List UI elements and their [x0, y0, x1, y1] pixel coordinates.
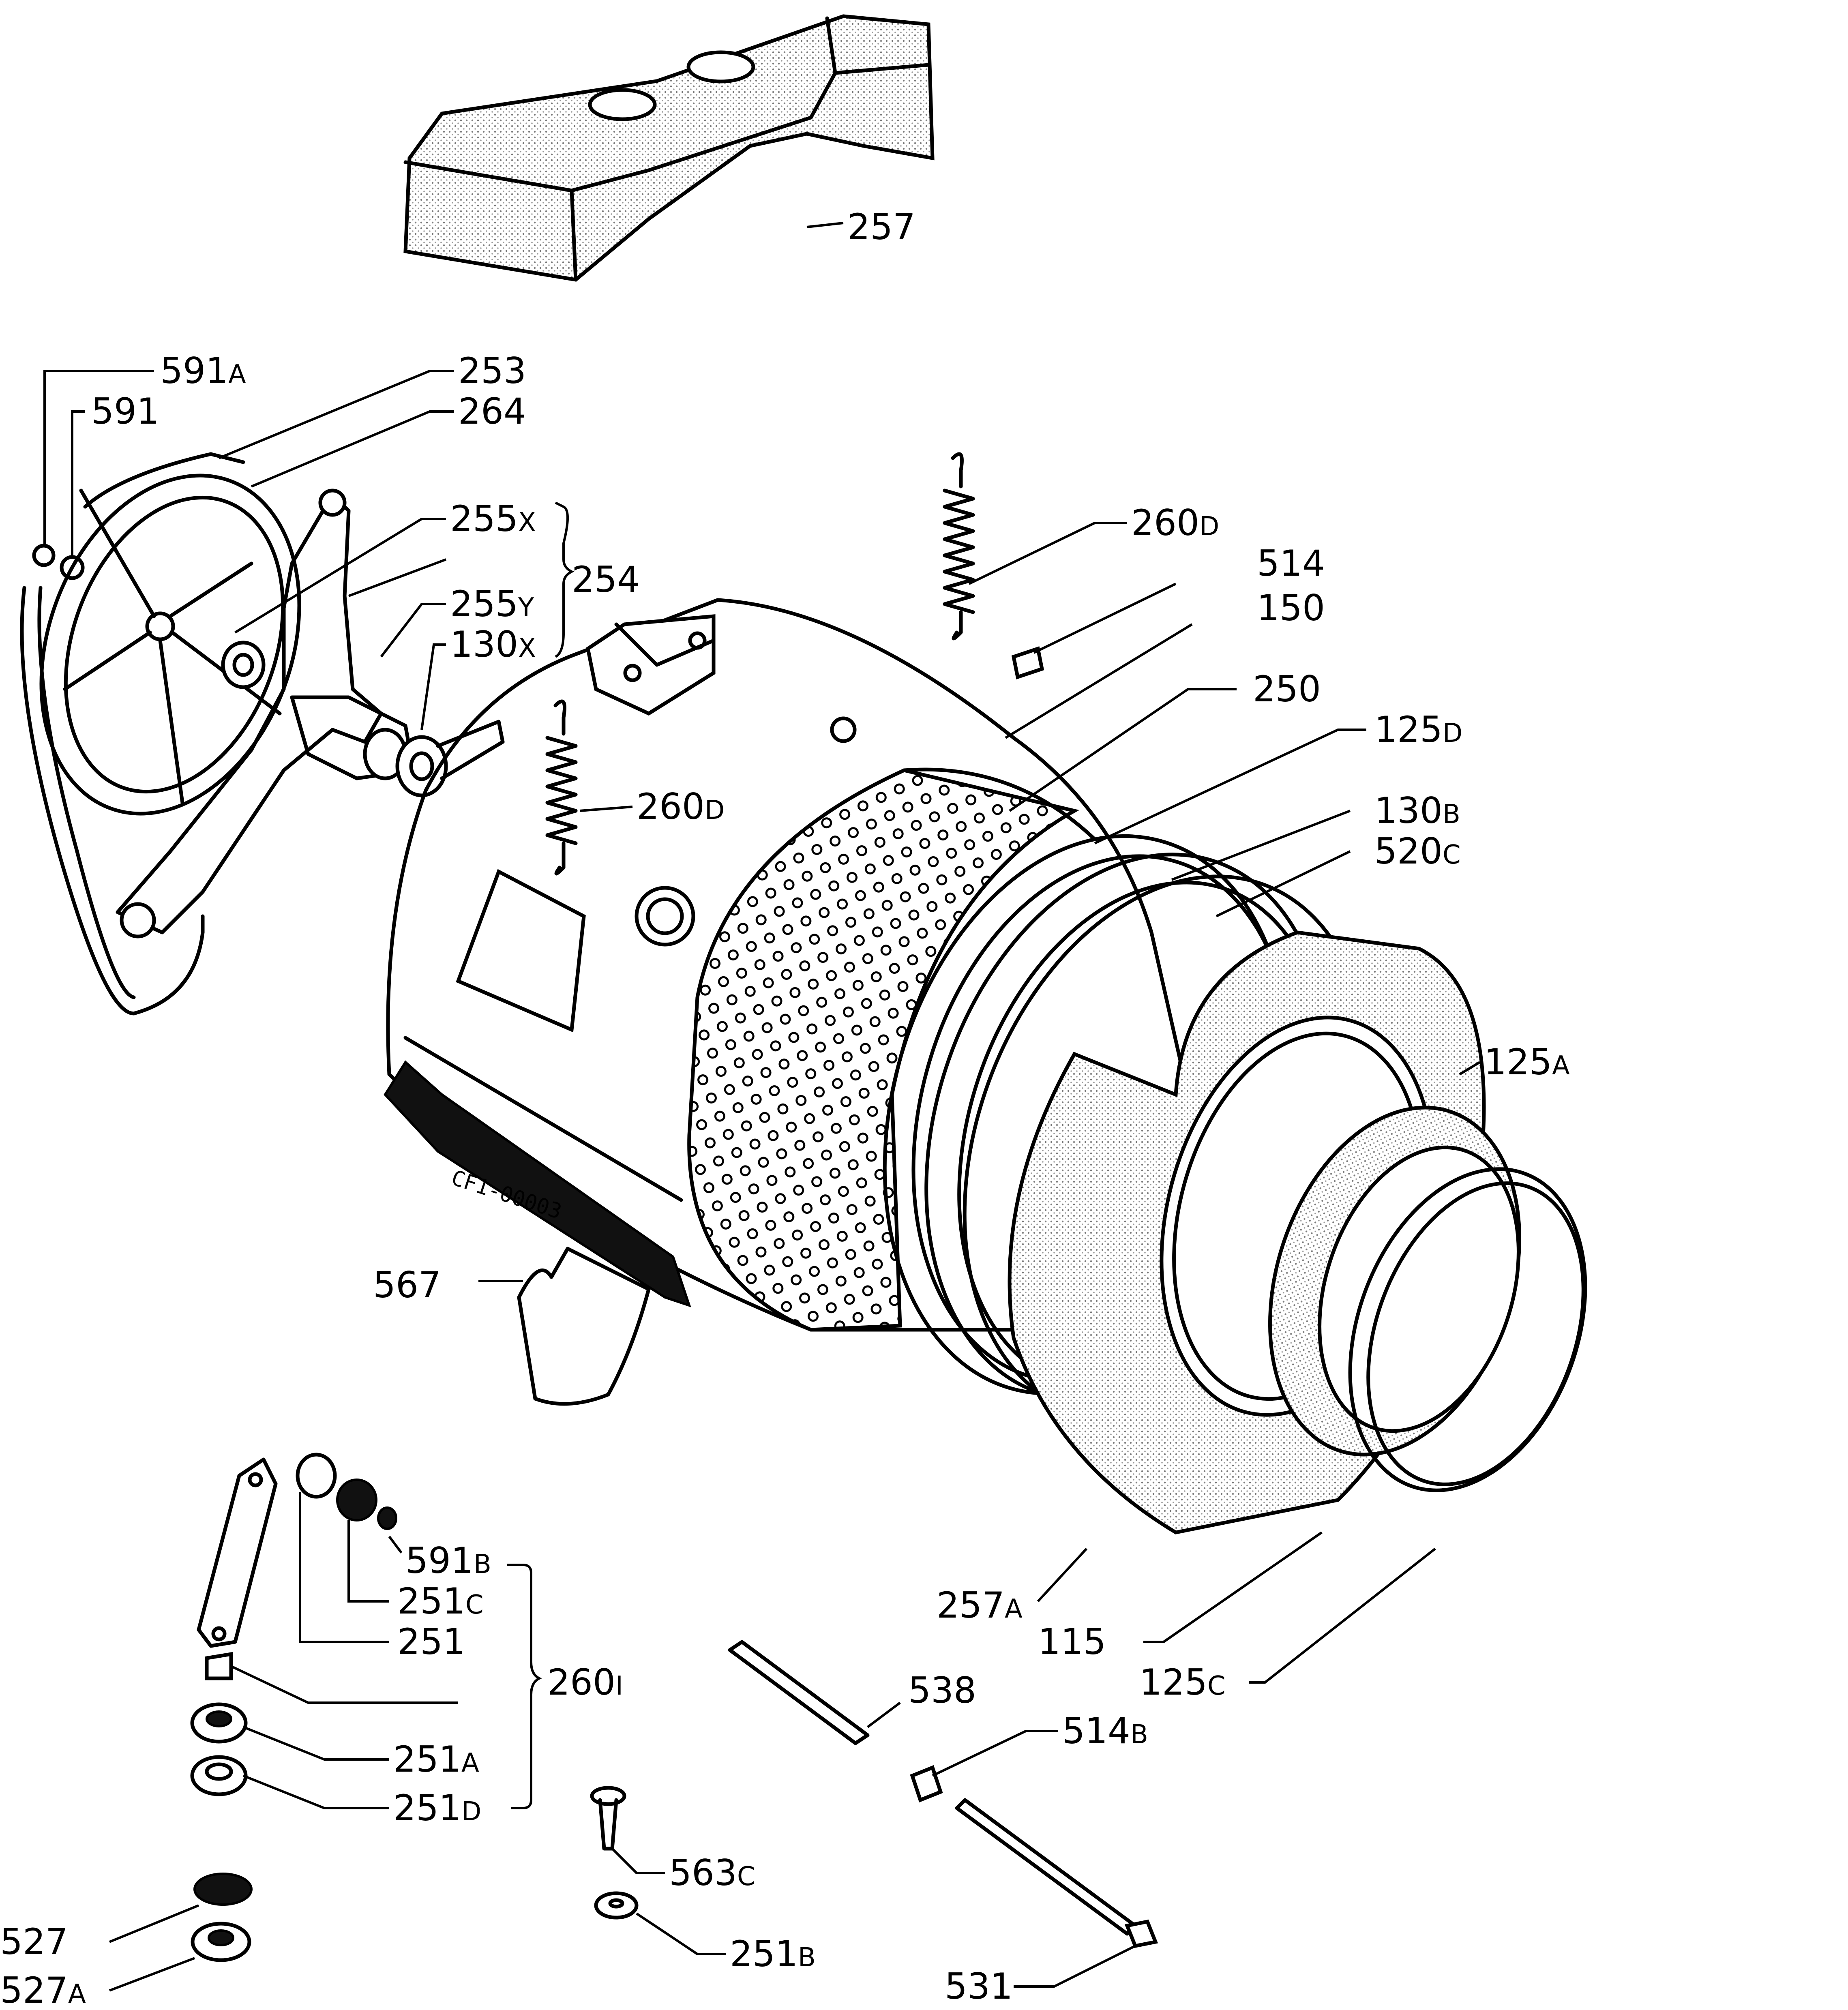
pin-538: [728, 1640, 870, 1745]
label-250: 250: [1253, 668, 1321, 710]
label-527a: 527A: [0, 1969, 86, 2010]
front-ring-assembly: [883, 834, 1587, 1534]
label-567: 567: [373, 1264, 441, 1306]
label-130x: 130X: [450, 624, 536, 665]
nut-527: [193, 1873, 253, 1906]
label-591a: 591A: [160, 350, 246, 392]
label-260i: 260I: [547, 1661, 623, 1703]
screw-563c: [590, 1786, 626, 1851]
label-130b: 130B: [1374, 790, 1460, 831]
label-531: 531: [945, 1965, 1013, 2007]
washer-251b: [594, 1891, 639, 1920]
label-260d-top: 260D: [1131, 502, 1219, 544]
spring-260d-mid: [545, 699, 578, 876]
label-115: 115: [1038, 1621, 1106, 1663]
label-150: 150: [1257, 587, 1325, 629]
label-514b: 514B: [1062, 1710, 1148, 1752]
label-125d: 125D: [1374, 709, 1462, 750]
label-257: 257: [847, 206, 915, 248]
label-257a: 257A: [937, 1584, 1023, 1626]
label-125a: 125A: [1484, 1041, 1570, 1083]
callout-labels: 257 591A 591 253 264 255X 254 255Y 130X …: [0, 206, 1570, 2010]
label-251c: 251C: [397, 1580, 484, 1622]
label-260d-mid: 260D: [637, 786, 725, 827]
shock-absorber-260i: [190, 1453, 397, 1796]
counterweight-257: [403, 14, 935, 282]
label-125c: 125C: [1139, 1661, 1226, 1703]
leader-lines: [43, 222, 1481, 1992]
washer-527a: [191, 1922, 251, 1962]
nut-514b: [910, 1765, 943, 1802]
label-251a: 251A: [393, 1738, 479, 1780]
label-255y: 255Y: [450, 583, 534, 625]
label-251: 251: [397, 1621, 465, 1663]
label-538: 538: [908, 1669, 976, 1711]
label-254: 254: [572, 559, 640, 600]
label-563c: 563C: [669, 1852, 755, 1894]
spring-260d-top: [943, 452, 975, 641]
label-514: 514: [1257, 542, 1325, 584]
label-527: 527: [0, 1921, 68, 1963]
label-591: 591: [91, 390, 159, 432]
label-591b: 591B: [405, 1540, 491, 1581]
drum-tub: [384, 598, 1193, 1332]
label-253: 253: [458, 350, 526, 392]
pulley-assembly: [20, 452, 505, 1016]
label-520c: 520C: [1374, 830, 1461, 872]
nut-514: [1011, 646, 1044, 679]
label-264: 264: [458, 390, 526, 432]
bolt-531: [955, 1798, 1158, 1948]
label-251b: 251B: [730, 1933, 816, 1975]
label-251d: 251D: [393, 1787, 481, 1829]
label-255x: 255X: [450, 498, 536, 540]
bracket-567: [517, 1247, 651, 1406]
